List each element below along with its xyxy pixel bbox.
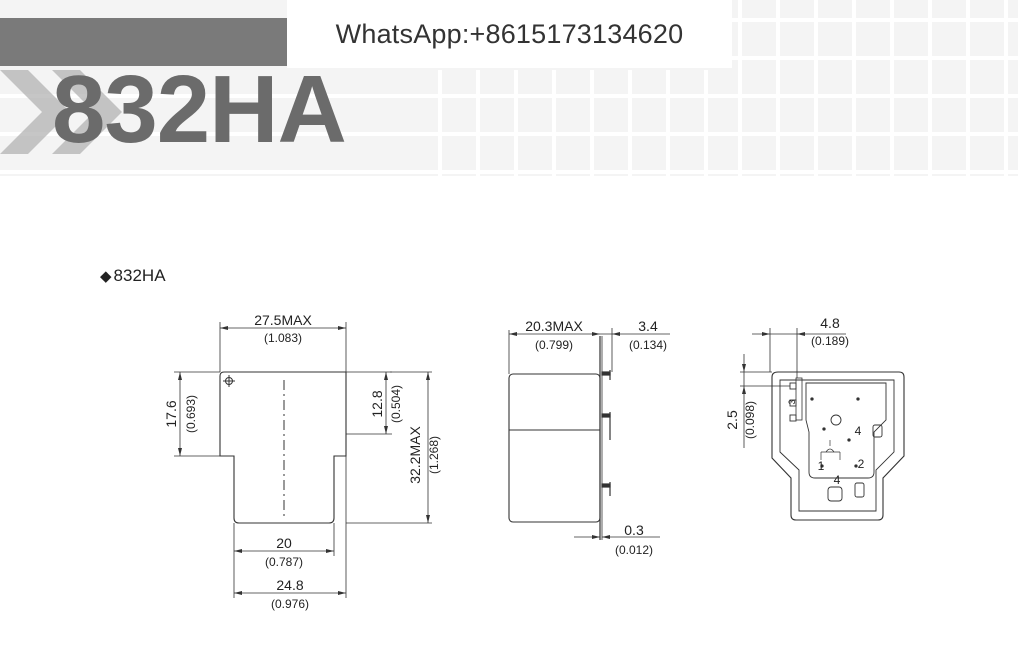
dim-body-width: 20: [276, 535, 292, 551]
side-view: [508, 328, 670, 540]
dim-depth-max-in: (0.799): [535, 338, 573, 352]
section-heading-label: 832HA: [113, 266, 166, 285]
diamond-icon: ◆: [100, 268, 112, 285]
dim-total-width-in: (0.976): [271, 597, 309, 611]
dim-depth-max: 20.3MAX: [525, 318, 583, 334]
dim-left-height: 17.6: [163, 400, 179, 427]
section-heading: ◆832HA: [100, 266, 166, 286]
dim-pin-thickness: 0.3: [624, 522, 644, 538]
dim-width-max-in: (1.083): [264, 331, 302, 345]
pin-marks: [789, 382, 883, 502]
dim-left-height-in: (0.693): [184, 395, 198, 433]
mount-hole-icon: [223, 375, 235, 387]
model-title: 832HA: [52, 56, 347, 163]
dim-total-width: 24.8: [276, 577, 303, 593]
front-view: [174, 322, 432, 598]
pin-label-3: 3: [787, 399, 797, 404]
bottom-outline: [771, 371, 905, 521]
pin-label-1: 1: [818, 459, 825, 473]
dim-pin-pitch: 4.8: [820, 315, 840, 331]
dim-pin-spacing: 2.5: [724, 410, 740, 430]
dim-body-width-in: (0.787): [265, 555, 303, 569]
dim-height-max: 32.2MAX: [407, 426, 423, 484]
pin-label-4a: 4: [855, 424, 862, 438]
side-body: [508, 373, 601, 523]
contact-box: WhatsApp:+8615173134620: [287, 0, 732, 68]
dim-pin-offset: 3.4: [638, 318, 658, 334]
dim-inner-height: 12.8: [369, 390, 385, 417]
dim-pin-offset-in: (0.134): [629, 338, 667, 352]
banner-dark-bar: [0, 18, 300, 66]
dim-inner-height-in: (0.504): [389, 385, 403, 423]
banner-chevrons: [0, 70, 122, 154]
dim-pin-spacing-in: (0.098): [743, 401, 757, 439]
dim-pin-thickness-in: (0.012): [615, 543, 653, 557]
front-outline: [219, 371, 347, 524]
whatsapp-contact: WhatsApp:+8615173134620: [335, 18, 684, 49]
bottom-view: [740, 328, 905, 521]
pin-label-2: 2: [858, 457, 865, 471]
dim-width-max: 27.5MAX: [254, 312, 312, 328]
side-pins: [601, 370, 611, 496]
dim-height-max-in: (1.268): [427, 436, 441, 474]
dim-pin-pitch-in: (0.189): [811, 334, 849, 348]
pin-label-4b: 4: [834, 473, 841, 487]
